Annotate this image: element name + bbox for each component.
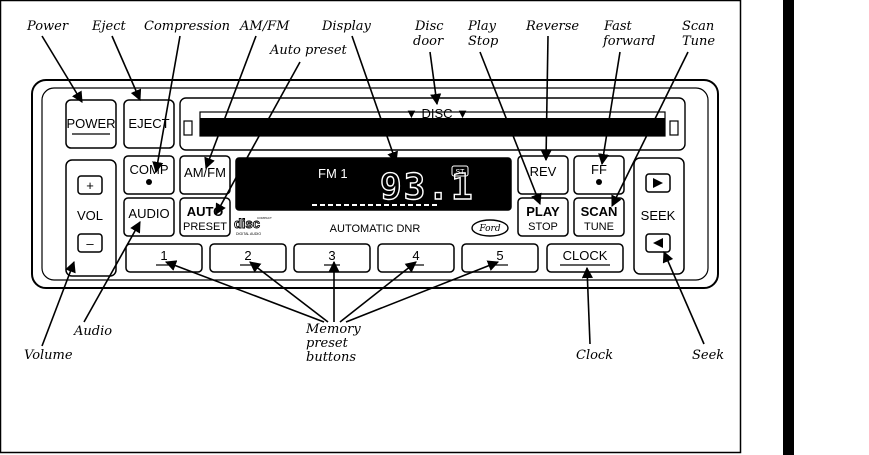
callout-display: Display — [321, 19, 371, 34]
leader-scan-tune — [611, 51, 689, 208]
compact-disc-logo: disc — [234, 216, 260, 231]
disc-door-left-latch — [183, 120, 193, 136]
rev-button-label: REV — [530, 164, 557, 179]
dnr-label: AUTOMATIC DNR — [330, 223, 421, 235]
callout-audio: Audio — [73, 324, 112, 339]
volume-label: VOL — [77, 208, 103, 223]
preset-button-label: 2 — [244, 248, 251, 263]
callout-memory-line1: Memory — [305, 322, 361, 337]
leader-reverse — [540, 35, 552, 162]
display-band: FM 1 — [318, 166, 348, 181]
seek-down-icon — [653, 238, 663, 248]
clock-button-label: CLOCK — [563, 248, 608, 263]
callout-eject: Eject — [91, 19, 126, 34]
tune-label: TUNE — [584, 221, 614, 233]
leader-preset-1 — [164, 260, 325, 323]
leader-volume — [41, 260, 76, 347]
audio-button-label: AUDIO — [128, 206, 169, 221]
play-stop-button[interactable] — [517, 197, 569, 237]
callout-scan-tune-line1: Scan — [682, 19, 714, 34]
am-fm-button-label: AM/FM — [184, 165, 226, 180]
preset-button-2[interactable] — [209, 243, 287, 273]
leader-preset-5 — [345, 260, 500, 323]
compact-disc-logo-small-2: DIGITAL AUDIO — [236, 232, 261, 236]
callout-play-stop-line1: Play — [467, 19, 497, 34]
ford-logo-text: Ford — [478, 224, 500, 234]
diagram-frame — [0, 0, 742, 454]
display — [235, 157, 512, 211]
leader-fast-forward — [598, 51, 621, 166]
preset-button-5[interactable] — [461, 243, 539, 273]
power-button-label: POWER — [66, 116, 115, 131]
volume-up-label: + — [86, 178, 94, 193]
callout-disc-door-line1: Disc — [414, 19, 444, 34]
seek-up-icon — [653, 178, 663, 188]
callout-seek: Seek — [692, 348, 724, 363]
disc-label: ▼ DISC ▼ — [405, 106, 469, 121]
disc-door-right-latch — [669, 120, 679, 136]
preset-button-label: 1 — [160, 248, 167, 263]
seek-label: SEEK — [641, 208, 676, 223]
leader-preset-2 — [249, 261, 329, 323]
leader-preset-4 — [339, 261, 417, 323]
callout-fast-forward-line1: Fast — [603, 19, 633, 34]
callout-power: Power — [26, 19, 69, 34]
leader-display — [351, 35, 398, 164]
eject-button-label: EJECT — [128, 116, 169, 131]
callout-scan-tune-line2: Tune — [682, 34, 715, 49]
callout-leaders — [41, 35, 705, 347]
play-label: PLAY — [526, 204, 560, 219]
callout-compression: Compression — [144, 19, 230, 34]
leader-play-stop — [479, 51, 542, 206]
eject-button[interactable] — [123, 99, 175, 149]
callout-clock: Clock — [576, 348, 613, 363]
am-fm-button[interactable] — [179, 155, 231, 195]
callout-am-fm: AM/FM — [239, 19, 290, 34]
stop-label: STOP — [528, 221, 558, 233]
faceplate-inner-bezel — [41, 87, 709, 281]
compact-disc-logo-small-1: COMPACT — [257, 216, 272, 220]
ff-button-label: FF — [591, 162, 607, 177]
callout-memory-line2: preset — [306, 336, 349, 351]
preset-button-label: 4 — [412, 248, 419, 263]
leader-seek — [662, 250, 705, 345]
preset-button-label: 3 — [328, 248, 335, 263]
leader-auto-preset — [215, 61, 301, 215]
scan-label: SCAN — [581, 204, 618, 219]
scan-tune-button[interactable] — [573, 197, 625, 237]
stereo-indicator — [451, 165, 469, 177]
ff-indicator-dot — [596, 179, 602, 185]
disc-slot-opening — [200, 118, 665, 136]
volume-up-button[interactable] — [77, 175, 103, 195]
callout-disc-door-line2: door — [413, 34, 444, 49]
leader-compression — [152, 35, 181, 174]
auto-preset-label-1: AUTO — [187, 204, 224, 219]
leader-disc-door — [429, 51, 442, 106]
volume-down-label: – — [86, 236, 94, 251]
leader-audio — [83, 221, 141, 323]
leader-clock — [581, 266, 593, 345]
leader-eject — [111, 35, 142, 102]
page-edge-bar — [783, 0, 794, 455]
callout-fast-forward-line2: forward — [602, 34, 655, 49]
preset-button-label: 5 — [496, 248, 503, 263]
volume-down-button[interactable] — [77, 233, 103, 253]
memory-preset-buttons: 1 2 3 4 5 — [125, 243, 539, 273]
leader-power — [41, 35, 83, 103]
comp-indicator-dot — [146, 179, 152, 185]
stereo-indicator-label: ST — [456, 169, 466, 176]
callout-reverse: Reverse — [525, 19, 579, 34]
comp-button-label: COMP — [130, 162, 169, 177]
callout-play-stop-line2: Stop — [468, 34, 499, 49]
callout-memory-line3: buttons — [306, 350, 356, 365]
auto-preset-label-2: PRESET — [183, 221, 227, 233]
ford-oval-logo — [471, 219, 509, 237]
callout-volume: Volume — [24, 348, 73, 363]
preset-button-1[interactable] — [125, 243, 203, 273]
leader-am-fm — [204, 35, 257, 170]
display-frequency: 93.1 — [380, 167, 475, 208]
callout-auto-preset: Auto preset — [269, 43, 348, 58]
power-button[interactable] — [65, 99, 117, 149]
